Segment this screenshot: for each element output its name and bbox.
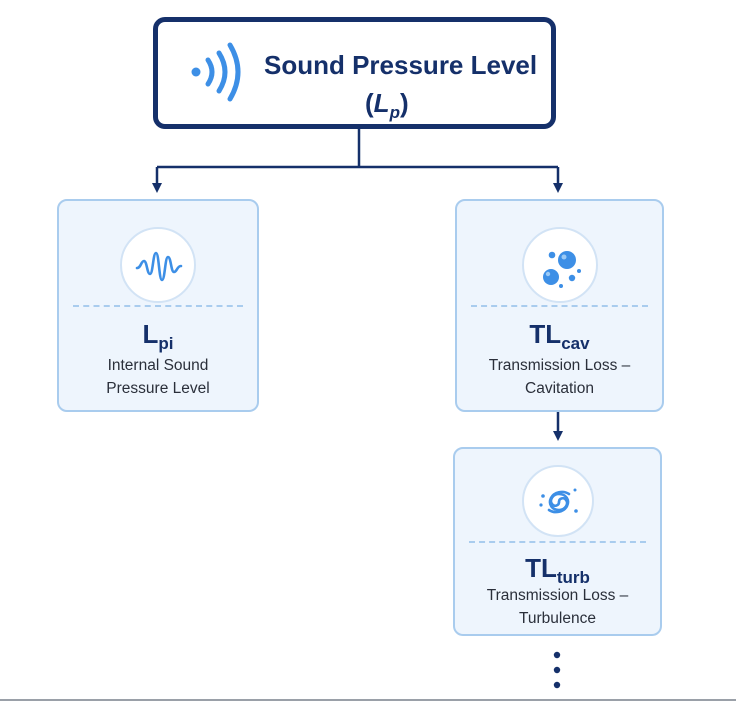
root-symbol-sub: p [389,103,400,122]
node-description: Internal Sound Pressure Level [106,357,210,397]
node-description: Transmission Loss – Turbulence [486,587,629,627]
node-icon-badge [120,227,196,303]
card-divider [469,541,646,543]
node-icon-badge [521,227,598,303]
swirl-icon [538,488,578,514]
root-title: Sound Pressure Level [264,50,538,80]
node-symbol: TLturb [525,553,590,587]
root-node: Sound Pressure Level (Lp) [153,17,556,129]
ellipsis-vertical-icon [553,651,561,689]
node-symbol: TLcav [529,319,590,353]
node-card-turb: TLturb Transmission Loss – Turbulence [453,447,662,636]
sound-waves-icon [191,42,241,102]
waveform-icon [135,251,183,282]
node-card-lpi: Lpi Internal Sound Pressure Level [57,199,259,412]
node-symbol: Lpi [142,319,174,353]
card-divider [471,305,648,307]
node-card-cav: TLcav Transmission Loss – Cavitation [455,199,664,412]
bottom-border-line [0,699,736,701]
node-description: Transmission Loss – Cavitation [488,357,631,397]
node-icon-badge [521,465,594,537]
root-symbol-main: L [373,88,390,118]
bubbles-icon [542,251,581,288]
card-divider [73,305,243,307]
